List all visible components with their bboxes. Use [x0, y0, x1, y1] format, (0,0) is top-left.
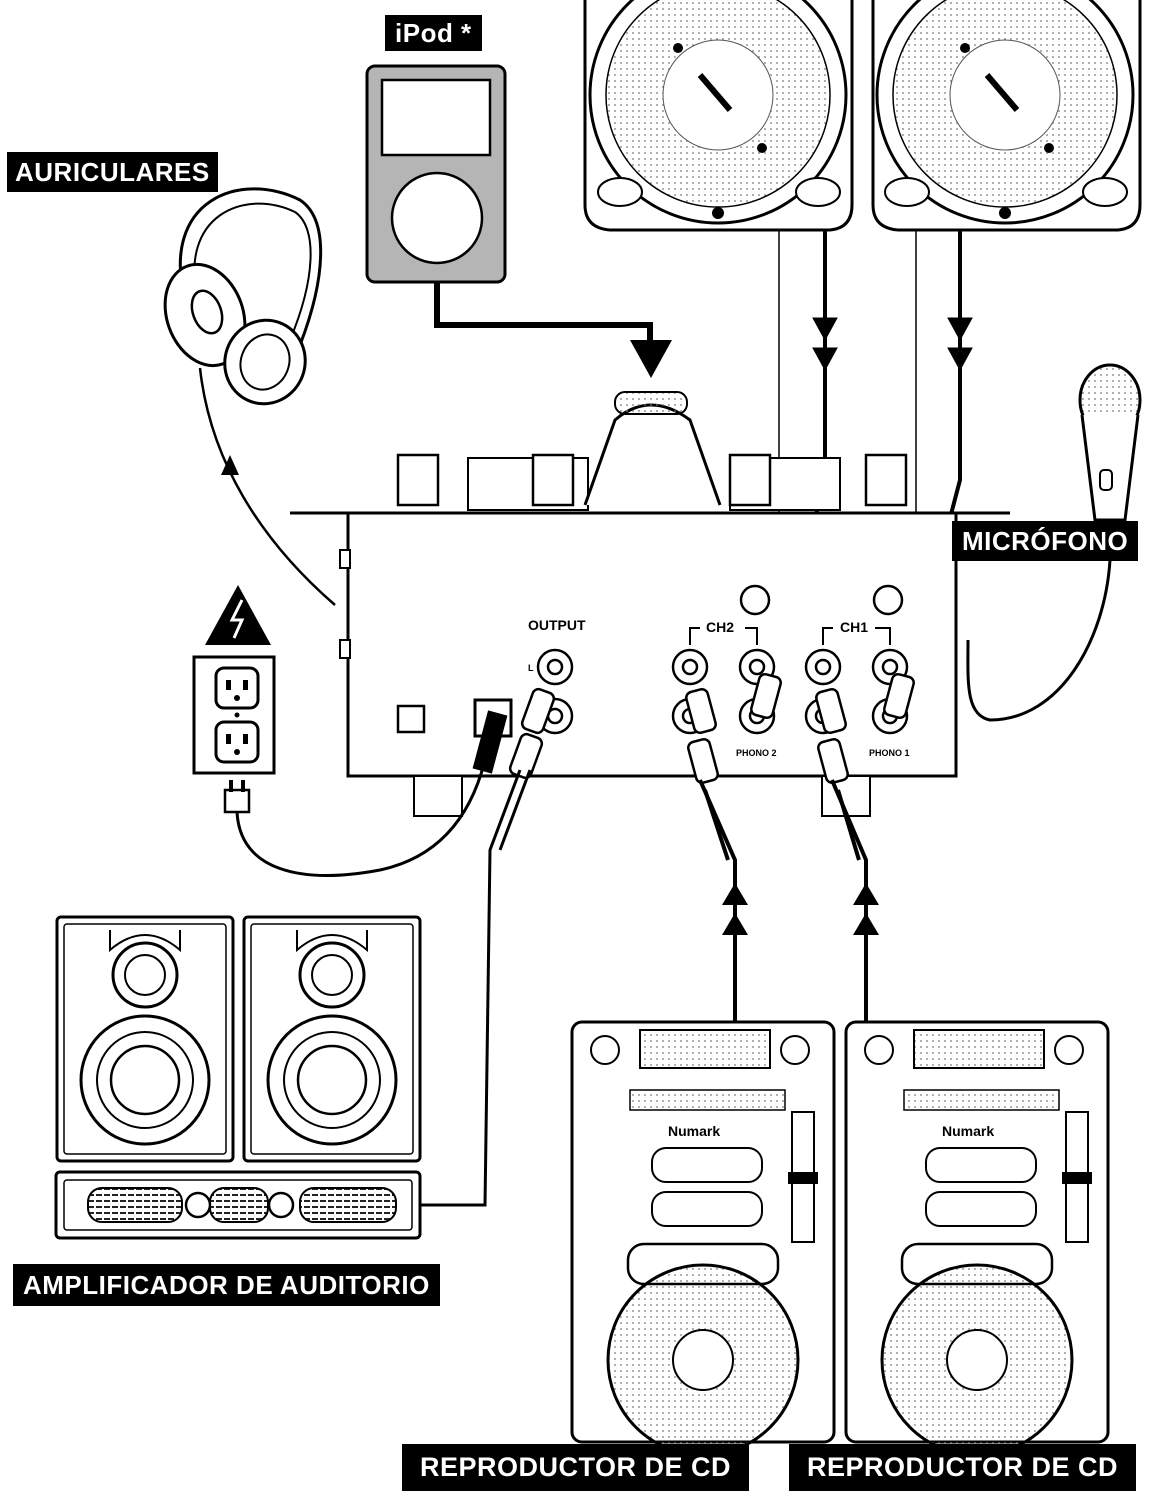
microphone-icon: [966, 363, 1142, 722]
cd-player-icon: Numark: [844, 1020, 1110, 1457]
speaker-icon: [55, 915, 235, 1163]
mixer-ch2-label: CH2: [706, 619, 734, 635]
mixer-left-label: L: [528, 663, 534, 673]
mixer-ch1-label: CH1: [840, 619, 868, 635]
cd-player-left-label: REPRODUCTOR DE CD: [402, 1444, 750, 1491]
headphones-icon: [163, 187, 336, 606]
mixer-phono2-label: PHONO 2: [736, 748, 777, 758]
mixer-phono1-label: PHONO 1: [869, 748, 910, 758]
ipod-label: iPod *: [385, 15, 482, 51]
ipod-icon: [365, 64, 507, 284]
cd-brand-label: Numark: [668, 1123, 720, 1139]
amplifier-label: AMPLIFICADOR DE AUDITORIO: [13, 1264, 440, 1306]
warning-icon: [205, 585, 271, 645]
rca-plugs: [508, 672, 915, 785]
turntable-icon: [871, 0, 1142, 232]
output-cables: [420, 769, 532, 1207]
cd-brand-label: Numark: [942, 1123, 994, 1139]
power-outlet-icon: [192, 655, 508, 877]
mixer-icon: OUTPUT CH2 CH1 PHONO 2 PHONO 1 L R: [290, 391, 1010, 817]
microphone-label: MICRÓFONO: [952, 521, 1139, 561]
cd-cables: [698, 779, 879, 1022]
amplifier-icon: [54, 1170, 422, 1240]
mixer-output-label: OUTPUT: [528, 617, 586, 633]
headphones-label: AURICULARES: [7, 152, 218, 192]
turntable-icon: [583, 0, 854, 232]
cd-player-right-label: REPRODUCTOR DE CD: [789, 1444, 1137, 1491]
speaker-icon: [242, 915, 422, 1163]
cd-player-icon: Numark: [570, 1020, 836, 1457]
ipod-cable: [434, 282, 672, 378]
